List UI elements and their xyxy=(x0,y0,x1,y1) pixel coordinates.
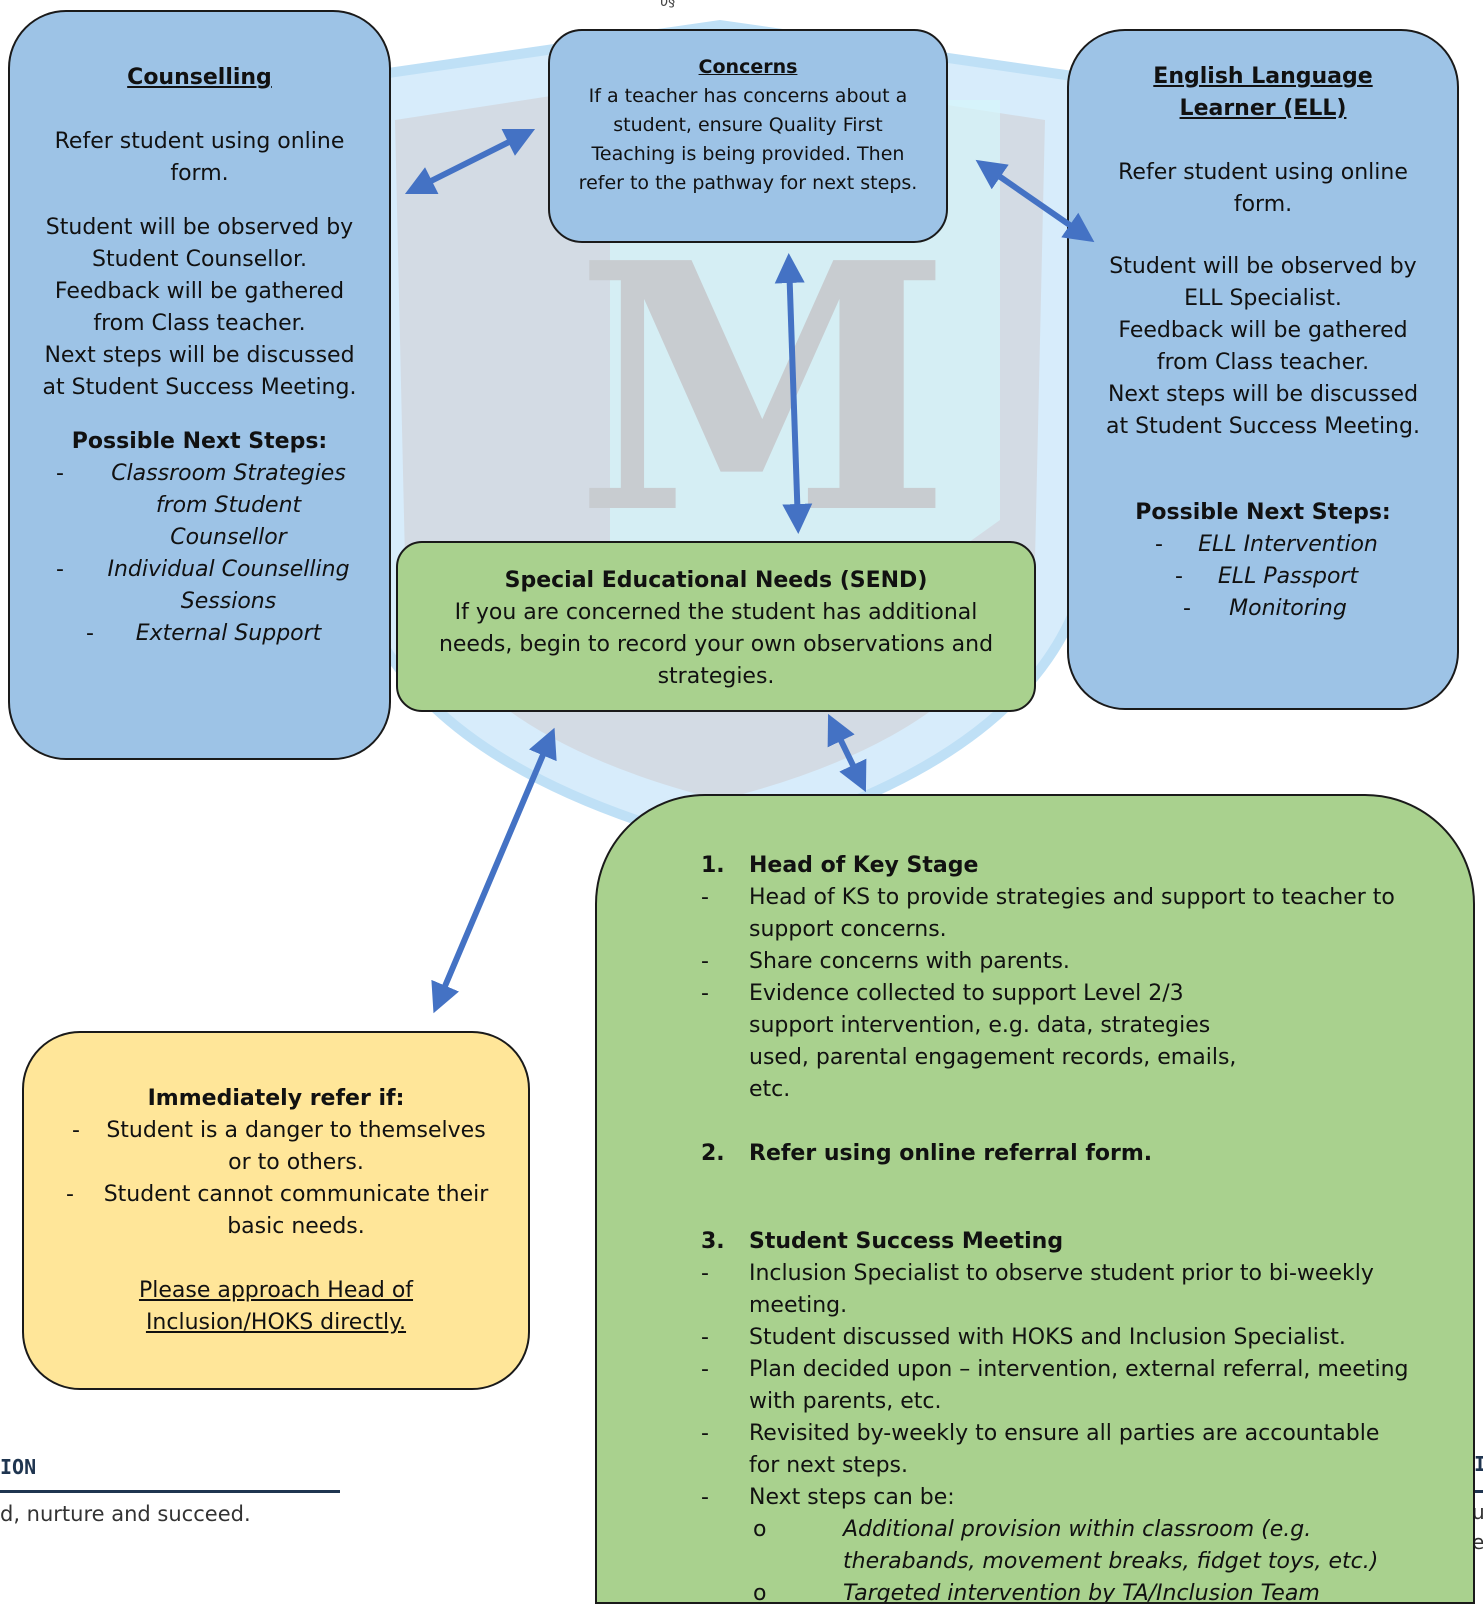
process-step-2: 2.Refer using online referral form. xyxy=(701,1141,1153,1166)
ell-next-steps-info: Next steps will be discussed at Student … xyxy=(1106,382,1420,439)
list-item: -Individual Counselling Sessions xyxy=(56,557,350,614)
arrow-counselling-concerns xyxy=(404,128,536,195)
footer-left-rule xyxy=(0,1490,340,1493)
footer-left-tagline: d, nurture and succeed. xyxy=(0,1502,251,1526)
top-text-fragment: ΰ§ xyxy=(660,0,676,10)
footer-left-heading: ION xyxy=(0,1455,37,1479)
counselling-next-steps-info: Next steps will be discussed at Student … xyxy=(42,343,357,400)
counselling-box: Counselling Refer student using online f… xyxy=(8,10,391,760)
arrow-send-process xyxy=(827,713,867,793)
send-title: Special Educational Needs (SEND) xyxy=(504,568,928,593)
concerns-text: If a teacher has concerns about a studen… xyxy=(578,85,918,194)
footer-right-line2: e xyxy=(1472,1530,1483,1554)
send-box: Special Educational Needs (SEND) If you … xyxy=(396,541,1036,712)
process-step-3: 3.Student Success Meeting xyxy=(701,1229,1064,1254)
list-item: -External Support xyxy=(86,621,322,646)
footer-right-line1: u xyxy=(1472,1500,1483,1524)
arrow-concerns-ell xyxy=(975,159,1095,243)
list-item: -Student discussed with HOKS and Inclusi… xyxy=(701,1325,1346,1350)
ell-steps-title: Possible Next Steps: xyxy=(1135,500,1391,525)
process-box: 1.Head of Key Stage -Head of KS to provi… xyxy=(595,794,1475,1604)
concerns-box: Concerns If a teacher has concerns about… xyxy=(548,29,948,243)
arrow-concerns-send xyxy=(774,253,813,534)
list-item: -ELL Intervention xyxy=(1155,532,1378,557)
arrow-send-refer xyxy=(431,727,557,1014)
list-item: -Student cannot communicate their basic … xyxy=(66,1182,489,1239)
counselling-steps-title: Possible Next Steps: xyxy=(71,429,328,454)
counselling-feedback: Feedback will be gathered from Class tea… xyxy=(54,279,345,336)
footer-right-heading: I xyxy=(1474,1452,1483,1476)
ell-observe: Student will be observed by ELL Speciali… xyxy=(1109,254,1417,311)
list-item: -Share concerns with parents. xyxy=(701,949,1070,974)
refer-title: Immediately refer if: xyxy=(147,1086,405,1111)
send-text: If you are concerned the student has add… xyxy=(438,600,994,689)
refer-note: Please approach Head of Inclusion/HOKS d… xyxy=(138,1278,414,1335)
list-item: -Revisited by-weekly to ensure all parti… xyxy=(701,1421,1380,1478)
list-item: -Next steps can be: xyxy=(701,1485,955,1510)
list-item: -Student is a danger to themselves or to… xyxy=(72,1118,486,1175)
ell-intro: Refer student using online form. xyxy=(1118,160,1408,217)
counselling-title: Counselling xyxy=(127,65,272,90)
concerns-title: Concerns xyxy=(698,56,798,78)
list-item: -Inclusion Specialist to observe student… xyxy=(701,1261,1374,1318)
ell-title: English Language Learner (ELL) xyxy=(1153,64,1373,121)
list-item: -Head of KS to provide strategies and su… xyxy=(701,885,1395,942)
refer-box: Immediately refer if: -Student is a dang… xyxy=(22,1031,530,1390)
process-step-1: 1.Head of Key Stage xyxy=(701,853,979,878)
counselling-observe: Student will be observed by Student Coun… xyxy=(45,215,354,272)
list-item: -Evidence collected to support Level 2/3… xyxy=(701,981,1237,1102)
ell-feedback: Feedback will be gathered from Class tea… xyxy=(1118,318,1408,375)
ell-box: English Language Learner (ELL) Refer stu… xyxy=(1067,29,1459,710)
counselling-intro: Refer student using online form. xyxy=(54,129,345,186)
list-item: -Monitoring xyxy=(1183,596,1347,621)
list-item: -ELL Passport xyxy=(1175,564,1359,589)
list-item: -Classroom Strategies from Student Couns… xyxy=(56,461,346,550)
list-item: -Plan decided upon – intervention, exter… xyxy=(701,1357,1409,1414)
